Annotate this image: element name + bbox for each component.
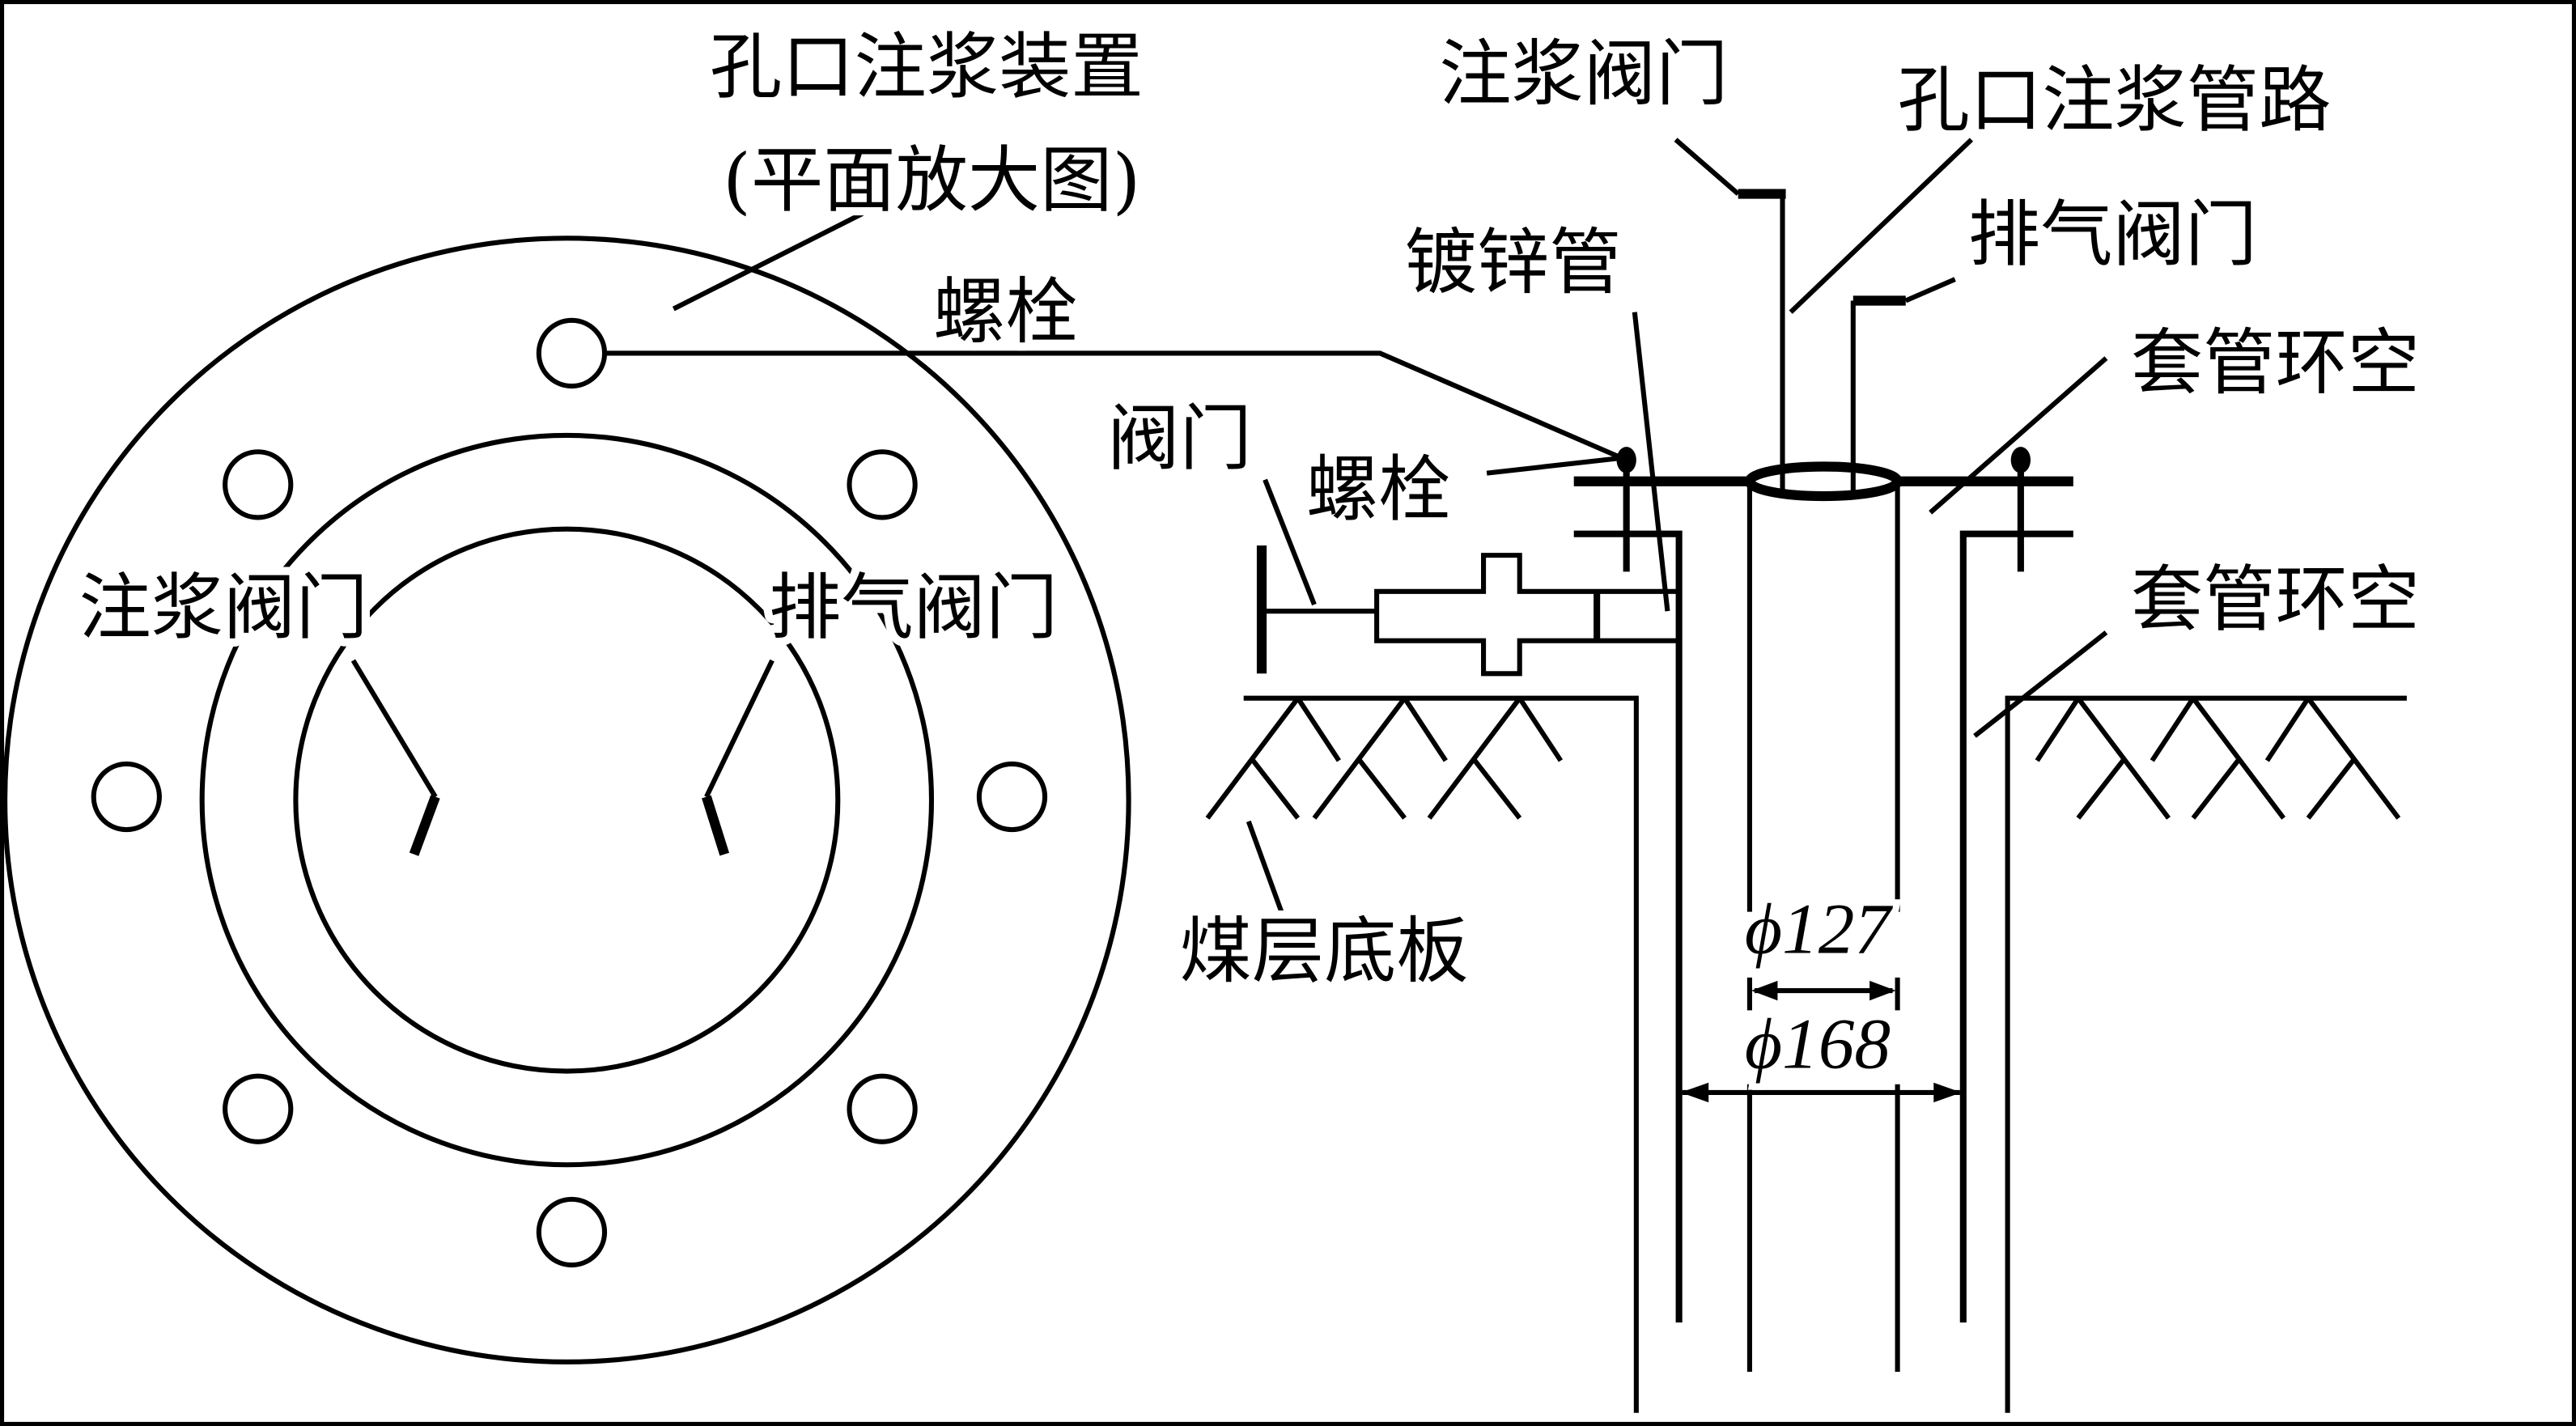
section-view: 注浆阀门 孔口注浆管路 排气阀门 镀锌管 套管环空 套管环空 阀门 螺栓 煤层底… (1099, 24, 2428, 1413)
grout-pipe-opening (1744, 461, 1903, 502)
vent-valve-leader (704, 659, 774, 798)
casing-annulus-label-1: 套管环空 (2131, 321, 2420, 405)
vent-valve-handle (702, 795, 730, 856)
bolt-hole (223, 449, 294, 520)
plan-title-line1: 孔口注浆装置 (710, 26, 1144, 110)
section-grout-valve-label: 注浆阀门 (1439, 32, 1728, 117)
inner-ring (293, 526, 841, 1074)
plan-title-line2: (平面放大图) (723, 139, 1140, 223)
dimension-127 (1751, 980, 1896, 1001)
inner-diameter-label: ϕ127 (1745, 889, 1894, 969)
outer-diameter-label: ϕ168 (1745, 1004, 1891, 1084)
bolt-holes (91, 317, 1048, 1268)
coal-floor-hatch-left (1205, 696, 1564, 820)
grout-valve-handle (409, 795, 440, 856)
valve-leader (1263, 478, 1317, 606)
casing-left-wall (1573, 530, 1683, 1323)
section-bolt-label: 螺栓 (1306, 448, 1451, 532)
coal-floor-leader (1246, 820, 1284, 913)
bolt-hole (847, 1073, 918, 1144)
casing-annulus-label-2: 套管环空 (2131, 558, 2420, 642)
section-vent-valve-label: 排气阀门 (1968, 193, 2257, 278)
plan-vent-valve-label: 排气阀门 (769, 567, 1058, 651)
valve-label: 阀门 (1107, 397, 1252, 481)
grout-pipeline-label: 孔口注浆管路 (1898, 58, 2332, 142)
ground-right (2005, 695, 2407, 1413)
plan-title-leader (672, 211, 864, 312)
galvanized-pipe-label: 镀锌管 (1405, 221, 1622, 305)
bolt-hole (976, 761, 1048, 833)
bolt-right-head (2010, 447, 2031, 473)
casing-annulus-leader-2 (1973, 630, 2108, 738)
middle-ring (199, 432, 935, 1168)
bolt-leader (605, 350, 1628, 463)
side-valve (1256, 545, 1682, 677)
coal-floor-hatch-right (2035, 696, 2401, 820)
casing-annulus-leader-1 (1929, 356, 2108, 515)
dimension-168 (1680, 1082, 1962, 1103)
top-grout-valve-leader (1674, 138, 1740, 196)
bolt-hole (847, 449, 918, 520)
grout-pipeline-leader (1789, 138, 1974, 314)
plan-bolt-label: 螺栓 (933, 270, 1078, 354)
ground-left (1243, 695, 1639, 1413)
bolt-left-head (1616, 447, 1636, 473)
valve-body (1374, 553, 1682, 677)
plan-grout-valve-label: 注浆阀门 (79, 567, 367, 651)
bolt-hole (536, 1196, 608, 1268)
section-bolt-leader (1486, 456, 1619, 476)
bolt-hole (536, 317, 608, 389)
bolt-hole (223, 1073, 294, 1144)
casing-right-wall (1959, 530, 2073, 1323)
coal-floor-label: 煤层底板 (1180, 910, 1469, 994)
galvanized-pipe-leader (1632, 312, 1670, 612)
grout-valve-leader (350, 659, 438, 799)
top-vent-valve-leader (1904, 277, 1956, 303)
bolt-hole (91, 761, 162, 833)
plan-view: 孔口注浆装置 (平面放大图) 螺栓 注浆阀门 排气阀门 (2, 18, 1628, 1364)
flange-outer-circle (2, 236, 1131, 1364)
